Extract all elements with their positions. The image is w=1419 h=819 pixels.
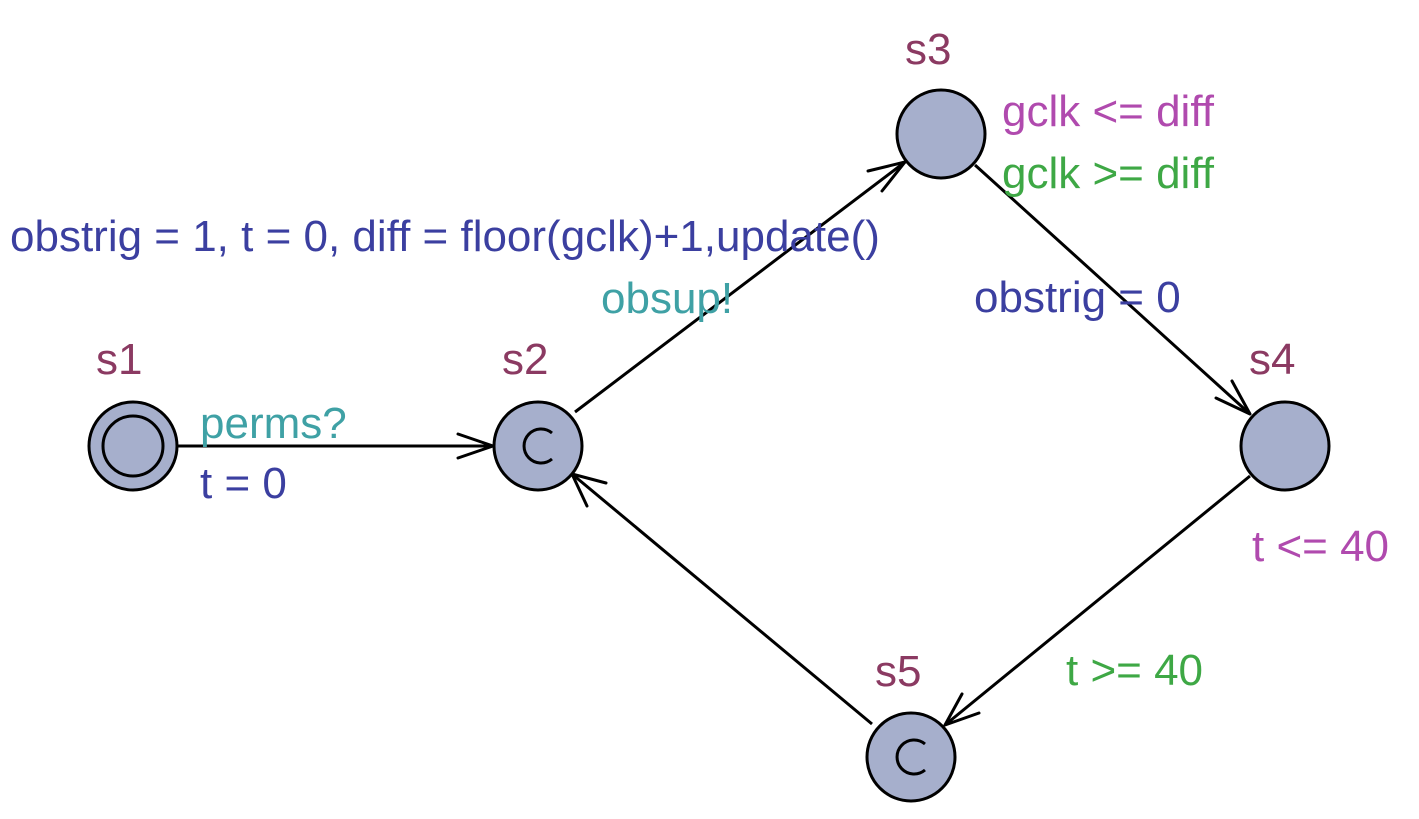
state-s2[interactable] [492, 400, 584, 492]
state-s5[interactable] [865, 711, 957, 803]
state-name-s1: s1 [96, 335, 142, 384]
state-s3[interactable] [895, 88, 987, 180]
state-name-s5: s5 [875, 647, 921, 696]
invariant-s3: gclk <= diff [1002, 87, 1215, 136]
state-name-s3: s3 [905, 25, 951, 74]
update-s1-s2: t = 0 [200, 459, 287, 508]
update-s2-s3: obstrig = 1, t = 0, diff = floor(gclk)+1… [10, 212, 880, 261]
state-name-s2: s2 [502, 335, 548, 384]
edge-s4-s5[interactable] [943, 474, 1251, 727]
sync-s1-s2: perms? [200, 399, 347, 448]
edge-s2-s3[interactable] [574, 160, 907, 414]
edge-s3-s4[interactable] [973, 163, 1252, 416]
sync-s2-s3: obsup! [601, 274, 733, 323]
edge-s5-s2[interactable] [570, 472, 873, 726]
invariant-s4: t <= 40 [1252, 522, 1389, 571]
state-s1[interactable] [87, 400, 179, 492]
state-s4[interactable] [1239, 400, 1331, 492]
committed-marker-icon [522, 427, 553, 465]
guard-s3-s4: gclk >= diff [1002, 149, 1215, 198]
edges [177, 160, 1252, 727]
guard-s4-s5: t >= 40 [1066, 646, 1203, 695]
committed-marker-icon [895, 738, 926, 776]
update-s3-s4: obstrig = 0 [974, 273, 1181, 322]
state-name-s4: s4 [1249, 335, 1295, 384]
